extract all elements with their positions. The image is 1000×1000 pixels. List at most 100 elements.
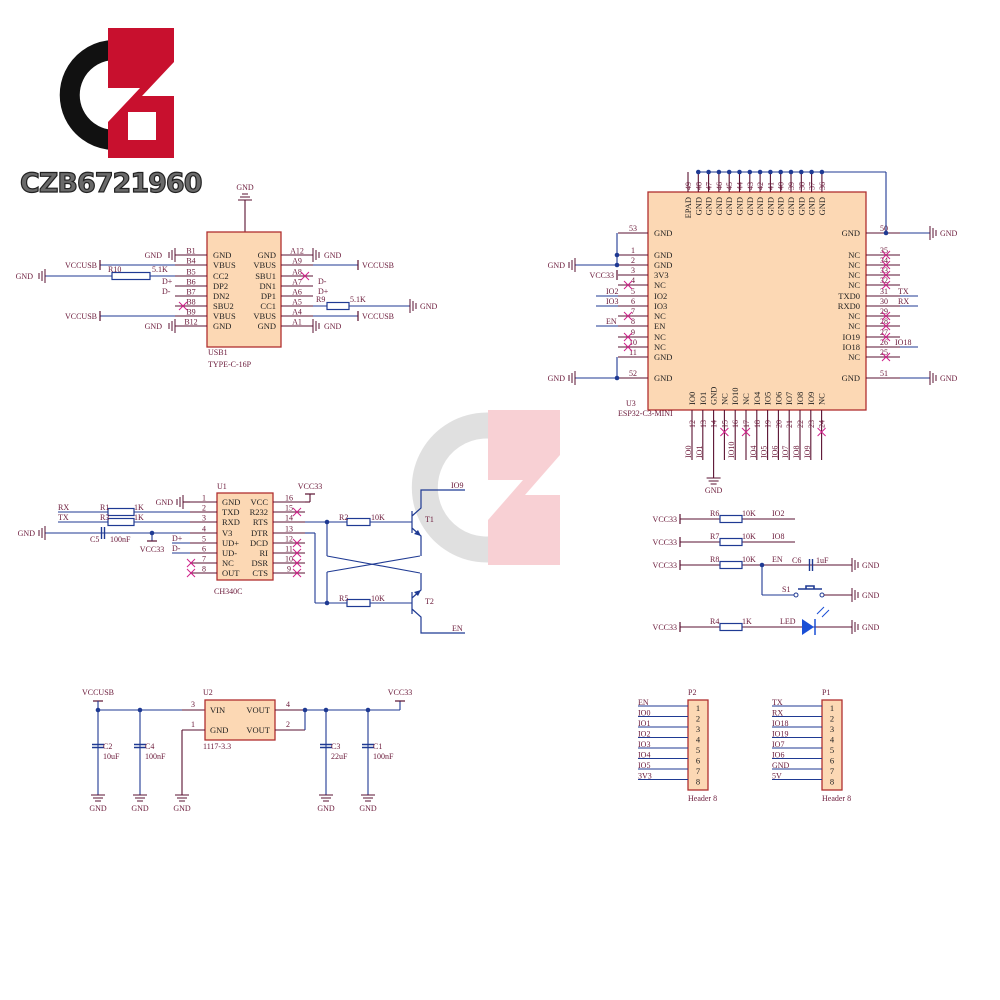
led-icon [802, 619, 814, 635]
logo-c-shape [59, 40, 131, 150]
esp-pin-name: IO0 [687, 392, 697, 405]
ch340-pin-number: 3 [202, 514, 206, 523]
esp-pin-name: IO4 [752, 391, 762, 405]
r10-ref: R10 [108, 265, 121, 274]
esp-pin-number: 22 [796, 420, 805, 428]
wire [326, 555, 421, 573]
ch340-pin-name: TXD [222, 507, 239, 517]
ground-symbol [568, 371, 576, 385]
ground-symbol [568, 258, 576, 272]
esp-pin-number: 52 [629, 369, 637, 378]
net-label: IO2 [772, 509, 784, 518]
header-pin-number: 8 [696, 777, 700, 787]
no-connect-mark [300, 271, 310, 281]
u2-pin-name: VOUT [246, 725, 270, 735]
header-net-label: IO0 [638, 709, 650, 718]
ch340c-chip [216, 492, 274, 581]
resistor-value: 10K [742, 555, 756, 564]
junction-dot [809, 169, 814, 175]
esp-pin-name: GND [654, 260, 672, 270]
net-label-dplus: D+ [162, 277, 173, 286]
no-connect-mark [881, 332, 891, 342]
esp-pin-name: GND [709, 387, 719, 405]
net-label-tx: TX [898, 287, 909, 296]
esp-pin-name: IO1 [698, 392, 708, 405]
no-connect-mark [186, 558, 196, 568]
u2-pin-name: VOUT [246, 705, 270, 715]
resistor-ref: R7 [710, 532, 719, 541]
esp-pin-name: NC [848, 270, 860, 280]
usb-pin-number: A4 [292, 308, 302, 317]
usb-pin-number: B9 [186, 308, 195, 317]
resistor-r10 [111, 271, 151, 281]
vccusb-label: VCCUSB [65, 312, 97, 321]
ch340-pin-name: V3 [222, 528, 232, 538]
usb-pin-number: B8 [186, 298, 195, 307]
esp-pin-name: NC [848, 260, 860, 270]
header-pin-number: 6 [696, 756, 700, 766]
ch340-pin-name: RXD [222, 517, 240, 527]
usb-pin-name: GND [213, 321, 231, 331]
net-label-io3: IO3 [606, 297, 618, 306]
switch-contact [793, 592, 799, 598]
net-label-en: EN [606, 317, 617, 326]
esp-pin-number: 42 [756, 182, 765, 190]
transistor-t2-arrow [414, 590, 421, 596]
ams1117-regulator [204, 699, 276, 741]
gnd-label: GND [324, 251, 342, 260]
net-label: IO1 [695, 446, 704, 458]
ground-symbol [91, 794, 105, 802]
ch340-pin-name: DSR [251, 558, 268, 568]
ground-symbol [929, 226, 937, 240]
no-connect-mark [881, 250, 891, 260]
vccusb-label: VCCUSB [65, 261, 97, 270]
esp-pin-number: 12 [688, 420, 697, 428]
ch340-pin-number: 15 [285, 504, 293, 513]
esp-pin-name: GND [714, 197, 724, 215]
ch340-pin-number: 13 [285, 525, 293, 534]
vcc33-label: VCC33 [653, 561, 677, 570]
esp-pin-number: 41 [766, 182, 775, 190]
usb-pin-name: DN2 [213, 291, 230, 301]
junction-dot [726, 169, 732, 175]
esp-pin-number: 21 [785, 420, 794, 428]
usb-pin-name: SBU1 [255, 271, 276, 281]
no-connect-mark [292, 548, 302, 558]
gnd-label: GND [16, 272, 34, 281]
resistor-r2 [346, 517, 371, 527]
esp-pin-name: GND [654, 373, 672, 383]
esp-pin-name: NC [848, 250, 860, 260]
usb-pin-name: VBUS [253, 311, 276, 321]
esp-pin-name: IO5 [763, 392, 773, 405]
r4-ref: R4 [710, 617, 719, 626]
ground-symbol [312, 248, 320, 262]
cap-value: 22uF [331, 752, 348, 761]
esp-pin-number: 10 [629, 338, 637, 347]
ground-symbol [361, 794, 375, 802]
no-connect-mark [881, 270, 891, 280]
cap-ref: C4 [145, 742, 154, 751]
usb-pin-name: DP2 [213, 281, 228, 291]
r5-ref: R5 [339, 594, 348, 603]
header-pin-number: 6 [830, 756, 834, 766]
esp-pin-number: 19 [764, 420, 773, 428]
esp-pin-name: IO18 [843, 342, 860, 352]
esp-pin-name: GND [842, 373, 860, 383]
esp-pin-name: GND [654, 228, 672, 238]
usb-pin-number: A7 [292, 278, 302, 287]
c5-ref: C5 [90, 535, 99, 544]
ground-symbol [312, 319, 320, 333]
esp-pin-name: GND [654, 250, 672, 260]
u2-pin-number: 1 [191, 720, 195, 729]
usb-pin-number: A6 [292, 288, 302, 297]
u2-part-label: 1117-3.3 [203, 742, 231, 751]
usb-pin-name: VBUS [253, 260, 276, 270]
cap-value: 100nF [373, 752, 394, 761]
ch340-pin-name: UD+ [222, 538, 239, 548]
resistor-r1 [107, 507, 135, 517]
resistor-r6 [719, 514, 743, 524]
ground-symbol [168, 319, 176, 333]
net-label-dplus: D+ [318, 287, 329, 296]
ch340-pin-number: 16 [285, 494, 293, 503]
esp-pin-number: 37 [808, 182, 817, 190]
